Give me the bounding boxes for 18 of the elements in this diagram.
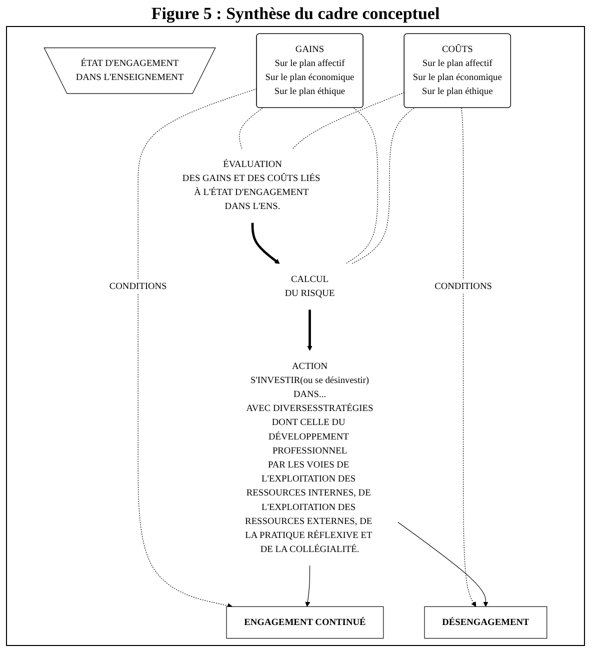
arrow xyxy=(138,88,258,608)
arrow xyxy=(398,522,488,607)
node-text: ÉVALUATION DES GAINS ET DES COÛTS LIÉS À L'ÉTAT D'ENGAGEMENT DANS L'ENS. xyxy=(182,159,320,212)
node-box: DÉSENGAGEMENT xyxy=(424,606,548,639)
arrow xyxy=(305,565,310,607)
connector xyxy=(239,108,263,150)
arrow xyxy=(307,310,312,351)
node-text: CALCUL DU RISQUE xyxy=(284,274,335,298)
figure-title: Figure 5 : Synthèse du cadre conceptuel xyxy=(150,4,441,24)
connector xyxy=(351,108,414,264)
connector xyxy=(345,108,378,264)
node-text: ACTION S'INVESTIR(ou se désinvestir) DANS... AVEC DIVERSESSTRATÉGIES DONT CELLE DU DÉVELOPPEMENT PROFESSIONNEL PAR LES VOIES DE L'EXPLOITATION DES RESSOURCES INTERNES, DE L'EXPLOITATION DES RESSOURCES EXTERNES, DE LA PRATIQUE RÉFLEXIVE ET DE LA COLLÉGIALITÉ. xyxy=(245,361,374,554)
arrow xyxy=(461,108,476,607)
edge-label: CONDITIONS xyxy=(109,281,167,292)
node-box: ENGAGEMENT CONTINUÉ xyxy=(226,606,384,639)
connector xyxy=(292,92,405,150)
edge-label: CONDITIONS xyxy=(434,281,492,292)
arrow xyxy=(251,222,280,264)
